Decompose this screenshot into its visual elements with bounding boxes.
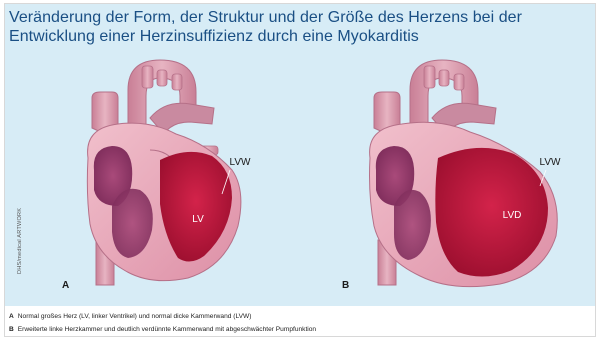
caption-b: B Erweiterte linke Herzkammer und deutlic… <box>9 326 316 333</box>
heart-b-wall-label: LVW <box>540 157 561 168</box>
heart-a-illustration <box>87 60 241 285</box>
heart-a-wall-label: LVW <box>230 157 251 168</box>
caption-a-letter: A <box>9 313 14 320</box>
heart-illustrations: LV LVW A LVD LVW B <box>0 0 600 306</box>
heart-b-letter: B <box>342 280 349 291</box>
caption-b-letter: B <box>9 326 14 333</box>
caption-a-text: Normal großes Herz (LV, linker Ventrikel… <box>18 313 252 320</box>
heart-a-chamber-label: LV <box>192 214 204 225</box>
heart-a-letter: A <box>62 280 69 291</box>
caption-a: A Normal großes Herz (LV, linker Ventrike… <box>9 313 251 320</box>
heart-b-chamber-label: LVD <box>503 210 522 221</box>
heart-b-illustration <box>370 60 558 287</box>
caption-b-text: Erweiterte linke Herzkammer und deutlich… <box>18 326 316 333</box>
image-credit: DHS/medical ARTWORK <box>17 208 23 274</box>
